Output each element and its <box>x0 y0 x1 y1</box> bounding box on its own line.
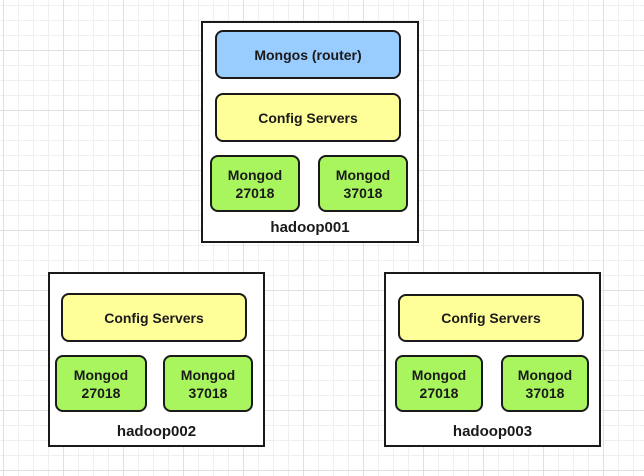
mongod-label: Mongod <box>335 166 391 183</box>
mongod-27018-node-hadoop001[interactable]: Mongod 27018 <box>210 155 300 212</box>
config-servers-node-hadoop001[interactable]: Config Servers <box>215 93 401 142</box>
mongod-port: 37018 <box>525 384 565 401</box>
host-name-hadoop003: hadoop003 <box>452 423 533 440</box>
mongod-27018-node-hadoop003[interactable]: Mongod 27018 <box>395 355 483 412</box>
mongod-37018-node-hadoop003[interactable]: Mongod 37018 <box>501 355 589 412</box>
mongod-37018-node-hadoop001[interactable]: Mongod 37018 <box>318 155 408 212</box>
mongod-27018-node-hadoop002[interactable]: Mongod 27018 <box>55 355 147 412</box>
mongos-router-node[interactable]: Mongos (router) <box>215 30 401 79</box>
host-container-hadoop002[interactable]: Config Servers Mongod 27018 Mongod 37018… <box>48 272 265 447</box>
mongod-port: 27018 <box>81 384 121 401</box>
host-name-hadoop002: hadoop002 <box>116 423 197 440</box>
host-container-hadoop001[interactable]: Mongos (router) Config Servers Mongod 27… <box>201 21 419 243</box>
mongod-37018-node-hadoop002[interactable]: Mongod 37018 <box>163 355 253 412</box>
mongod-label: Mongod <box>517 366 573 383</box>
config-servers-label: Config Servers <box>441 310 541 326</box>
mongos-router-label: Mongos (router) <box>254 46 362 63</box>
mongod-port: 37018 <box>343 184 383 201</box>
mongod-label: Mongod <box>180 366 236 383</box>
host-container-hadoop003[interactable]: Config Servers Mongod 27018 Mongod 37018… <box>384 272 601 447</box>
mongod-label: Mongod <box>411 366 467 383</box>
config-servers-label: Config Servers <box>104 309 204 326</box>
config-servers-node-hadoop003[interactable]: Config Servers <box>398 294 584 342</box>
mongod-port: 37018 <box>188 384 228 401</box>
host-name-hadoop001: hadoop001 <box>270 219 350 236</box>
mongod-label: Mongod <box>73 366 129 383</box>
mongod-port: 27018 <box>235 184 275 201</box>
config-servers-label: Config Servers <box>258 109 358 126</box>
config-servers-node-hadoop002[interactable]: Config Servers <box>61 293 247 342</box>
mongod-label: Mongod <box>227 166 283 183</box>
mongod-port: 27018 <box>419 384 459 401</box>
